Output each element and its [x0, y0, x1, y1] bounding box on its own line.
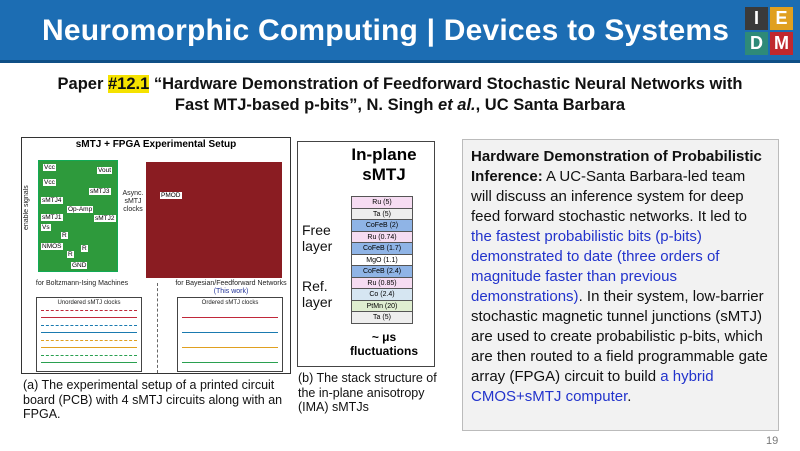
wave-green	[182, 355, 278, 363]
paper-prefix: Paper	[57, 75, 108, 93]
wave-green	[41, 355, 137, 363]
pcb-label: sMTJ1	[41, 214, 63, 221]
wave-yellow	[41, 340, 137, 348]
enable-signals-label: enable signals	[23, 185, 30, 231]
bayesian-caption: for Bayesian/Feedforward Networks	[175, 280, 287, 287]
title-line: In-plane	[351, 145, 417, 164]
pcb-label: sMTJ2	[94, 215, 116, 222]
et-al: et al.	[438, 96, 476, 114]
label-line: Ref.	[302, 278, 328, 294]
slide-header: Neuromorphic Computing | Devices to Syst…	[0, 0, 800, 63]
wave-yellow	[182, 340, 278, 348]
wave-blue	[41, 325, 137, 333]
figure-a-title: sMTJ + FPGA Experimental Setup	[75, 139, 237, 150]
async-clocks-label: Async. sMTJ clocks	[122, 190, 144, 213]
logo-letter: M	[770, 32, 793, 55]
title-line: sMTJ	[362, 165, 406, 184]
label-line: layer	[302, 294, 333, 310]
stack-layer: Ta (5)	[351, 311, 413, 324]
unordered-title: Unordered sMTJ clocks	[57, 300, 121, 306]
pcb-label: Vout	[97, 167, 113, 174]
iedm-logo: I E D M	[745, 7, 793, 55]
highlight-text: a hybrid CMOS+sMTJ computer	[471, 368, 714, 405]
pcb-label: sMTJ4	[41, 197, 63, 204]
pcb-label: NMOS	[41, 243, 63, 250]
wave-blue	[182, 325, 278, 333]
footer-line: fluctuations	[350, 344, 418, 358]
panel-text: .	[627, 388, 632, 405]
boltzmann-caption: for Boltzmann-Ising Machines	[35, 280, 129, 287]
paper-title: Paper #12.1 “Hardware Demonstration of F…	[0, 74, 800, 116]
ordered-title: Ordered sMTJ clocks	[201, 300, 259, 306]
pcb-label: Vs	[41, 224, 51, 231]
wave-red	[41, 310, 137, 318]
figure-a-caption: (a) The experimental setup of a printed …	[23, 378, 283, 421]
unordered-clocks-plot: Unordered sMTJ clocks	[36, 297, 142, 372]
label-line: Free	[302, 222, 331, 238]
pcb-label: GND	[71, 262, 88, 269]
footer-line: ~ μs	[371, 330, 397, 344]
this-work-label: (This work)	[213, 288, 249, 295]
wave-red	[182, 310, 278, 318]
fpga-image: PMOD	[146, 162, 282, 278]
paper-affiliation: , UC Santa Barbara	[475, 96, 626, 114]
logo-letter: E	[770, 7, 793, 30]
slide-title: Neuromorphic Computing | Devices to Syst…	[42, 14, 730, 47]
layer-stack: Ru (5)Ta (5)CoFeB (2)Ru (0.74)CoFeB (1.7…	[351, 196, 413, 324]
pmod-label: PMOD	[160, 192, 182, 199]
paper-title-line2: Fast MTJ-based p-bits”, N. Singh	[174, 96, 439, 114]
panel-text: A UC-Santa Barbara-led team will discuss…	[471, 168, 747, 225]
summary-panel: Hardware Demonstration of Probabilistic …	[462, 139, 779, 431]
panel-text: . In their system, low-barrier stochasti…	[471, 288, 768, 385]
pcb-label: Vcc	[43, 164, 56, 171]
panel-heading: Hardware Demonstration of Probabilistic …	[471, 148, 762, 185]
pcb-label: R	[67, 251, 74, 258]
divider	[157, 283, 158, 373]
paper-number: #12.1	[107, 75, 150, 93]
pcb-label: Op-Amp	[67, 206, 94, 213]
figure-experimental-setup: sMTJ + FPGA Experimental Setup enable si…	[21, 137, 291, 374]
page-number: 19	[766, 435, 779, 447]
highlight-text: the fastest probabilistic bits (p-bits) …	[471, 228, 720, 305]
logo-letter: D	[745, 32, 768, 55]
ordered-clocks-plot: Ordered sMTJ clocks	[177, 297, 283, 372]
label-line: layer	[302, 238, 333, 254]
pcb-label: R	[61, 232, 68, 239]
ref-layer-label: Ref.layer	[302, 278, 332, 310]
pcb-image: Vcc Vout Vcc sMTJ3 sMTJ4 Op-Amp sMTJ1 sM…	[38, 160, 118, 272]
figure-b-caption: (b) The stack structure of the in-plane …	[298, 371, 437, 414]
pcb-label: Vcc	[43, 179, 56, 186]
pcb-label: R	[81, 245, 88, 252]
paper-title-line1: “Hardware Demonstration of Feedforward S…	[149, 75, 743, 93]
logo-letter: I	[745, 7, 768, 30]
pcb-label: sMTJ3	[89, 188, 111, 195]
